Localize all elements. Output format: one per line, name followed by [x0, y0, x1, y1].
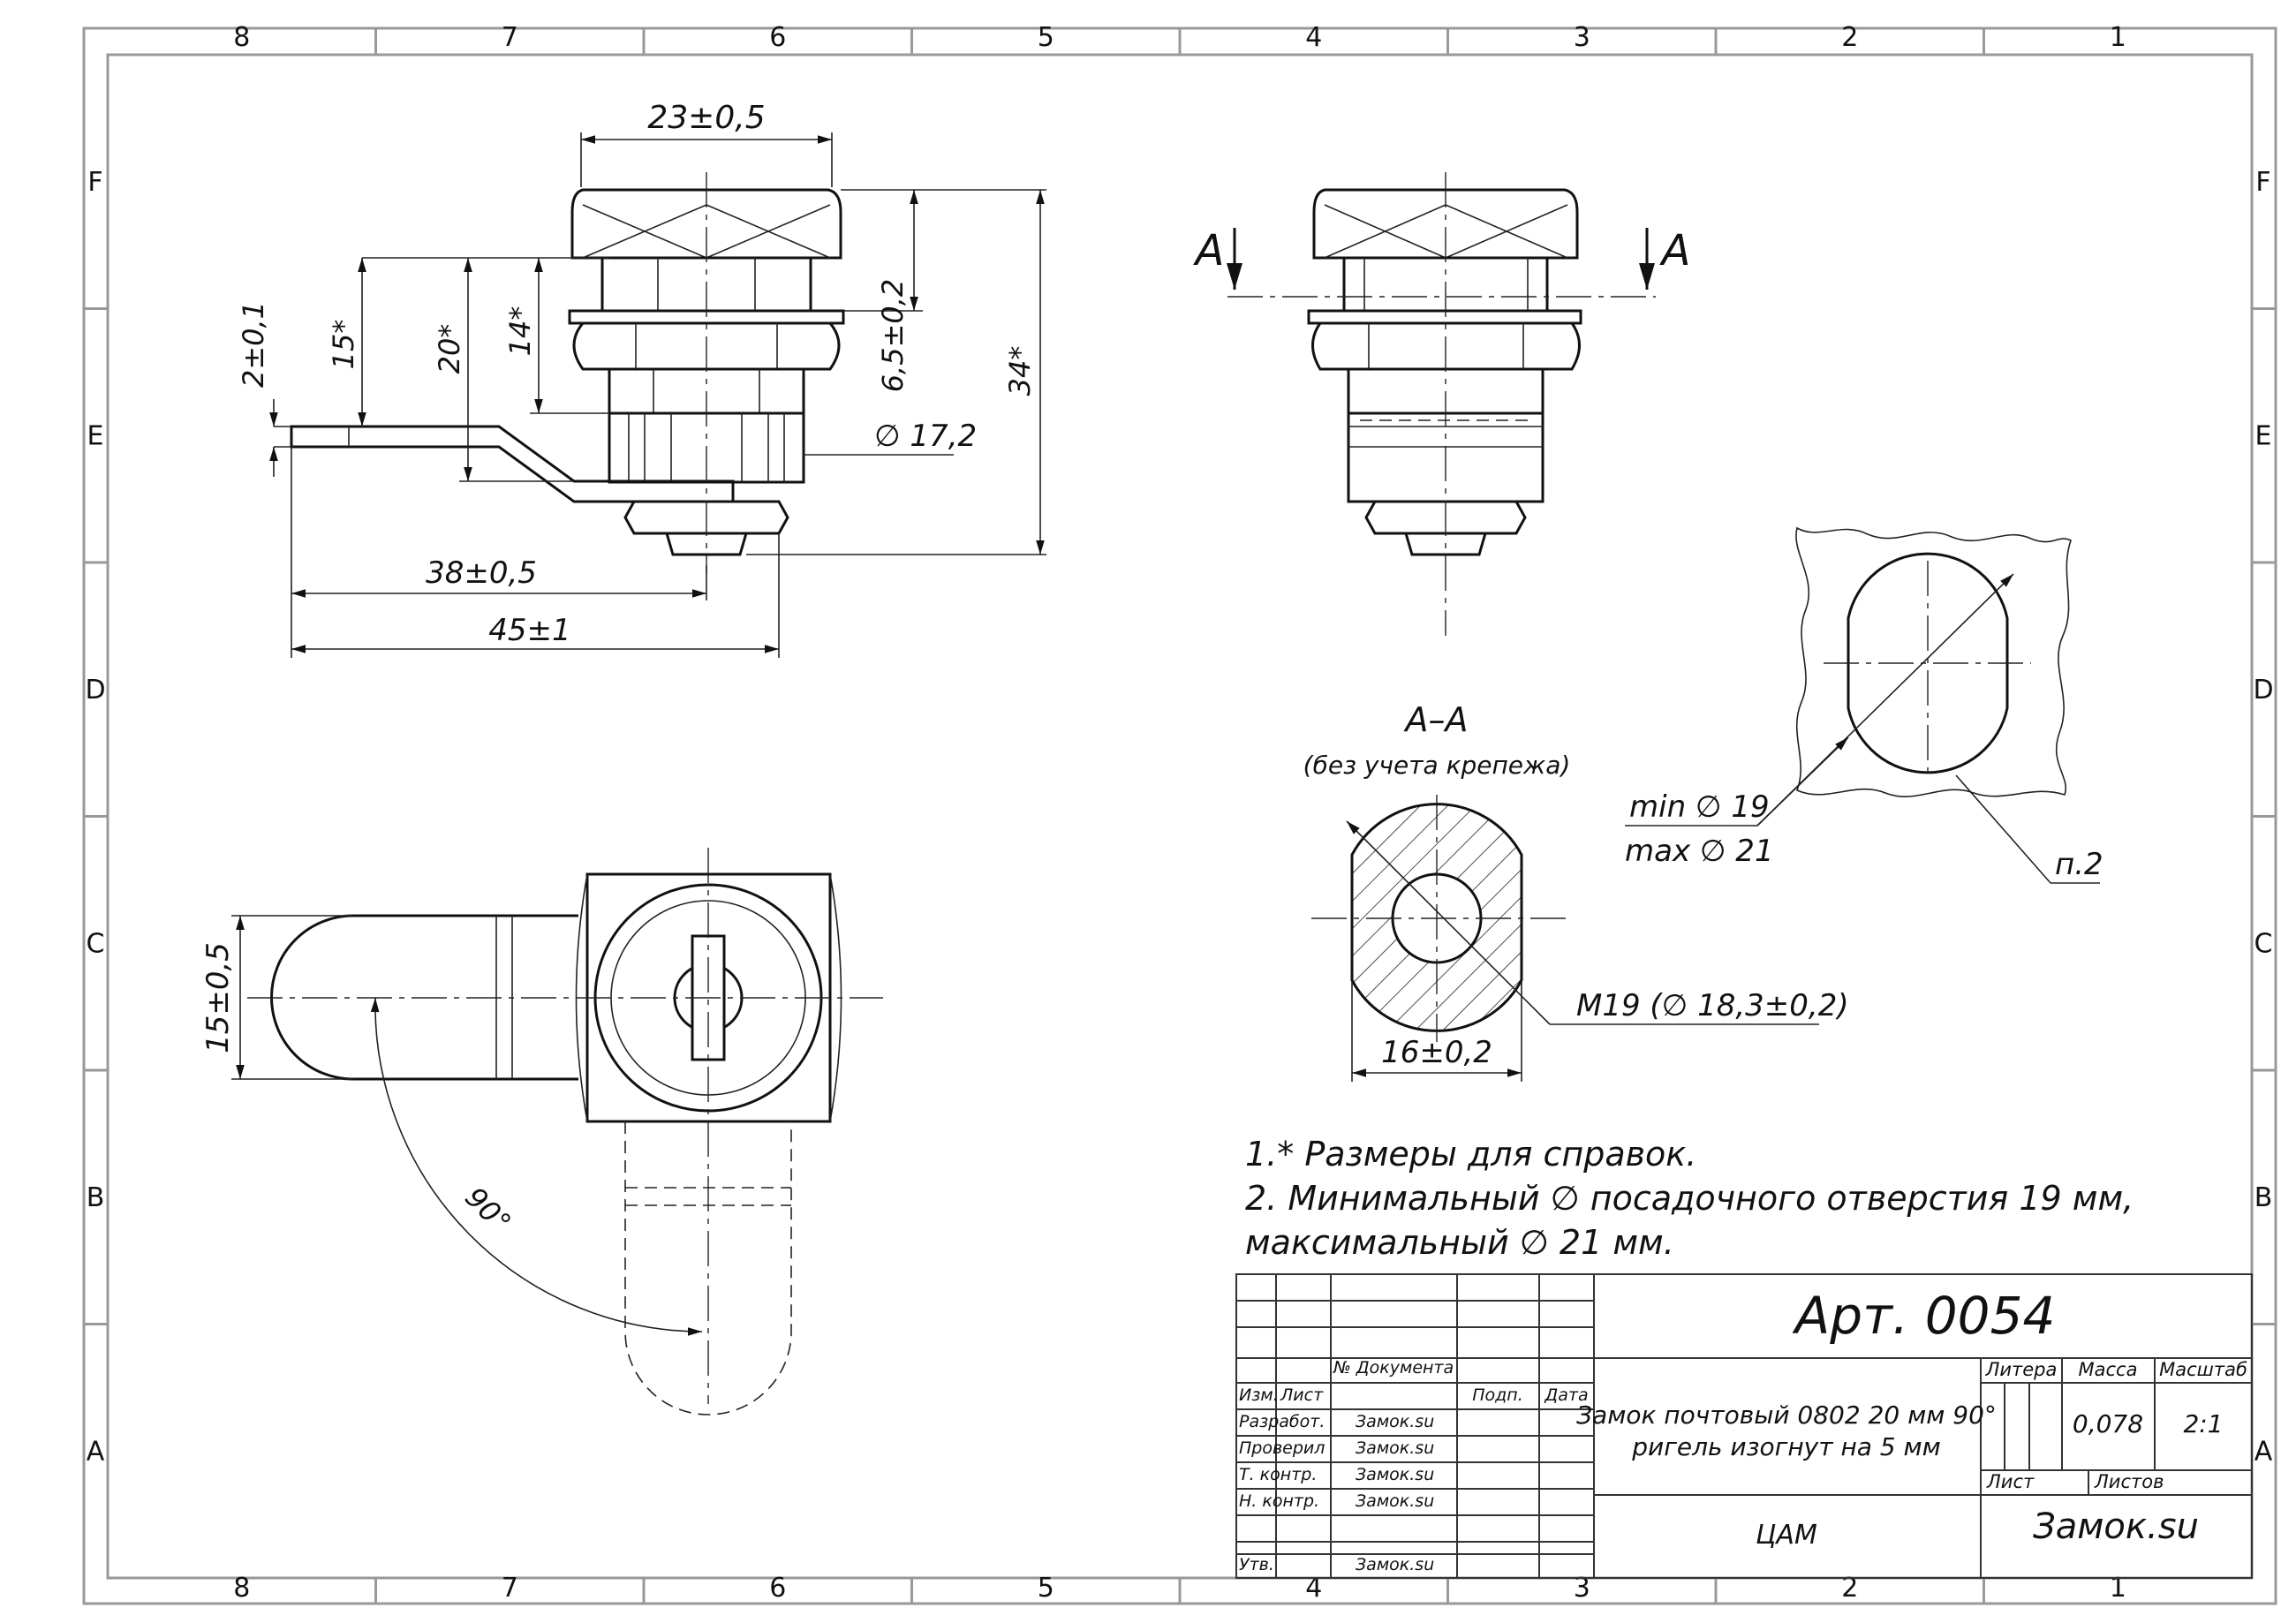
approval-role: Разработ.	[1239, 1412, 1325, 1431]
mounting-hole-detail: min ∅ 19 max ∅ 21 п.2	[1625, 526, 2103, 884]
zone-column-label: 1	[2110, 22, 2126, 53]
zone-column-label: 5	[1038, 1573, 1054, 1604]
zone-column-label: 5	[1038, 22, 1054, 53]
zone-row-label: A	[2254, 1436, 2273, 1467]
zone-ticks	[84, 28, 2276, 1604]
zone-column-label: 2	[1841, 1573, 1858, 1604]
zone-row-label: C	[2254, 928, 2273, 959]
approval-name: Замок.su	[1356, 1491, 1434, 1511]
dim-diameter: ∅ 17,2	[874, 419, 977, 454]
approval-name: Замок.su	[1356, 1412, 1434, 1431]
note-1: 1.* Размеры для справок.	[1245, 1135, 1696, 1174]
approval-name: Замок.su	[1356, 1555, 1434, 1574]
dim-bolt-width: 15±0,5	[200, 942, 236, 1053]
zone-row-label: D	[2253, 675, 2273, 706]
mass-value: 0,078	[2073, 1409, 2143, 1438]
approval-role: Утв.	[1239, 1555, 1274, 1574]
part-description-line1: Замок почтовый 0802 20 мм 90°	[1576, 1400, 1997, 1430]
header-sign: Подп.	[1472, 1385, 1523, 1405]
dim-top-width: 23±0,5	[647, 100, 765, 136]
notes: 1.* Размеры для справок. 2. Минимальный …	[1245, 1135, 2134, 1262]
hole-note-ref: п.2	[2055, 847, 2103, 882]
dim-height-15: 15*	[327, 320, 360, 370]
header-sheets: Листов	[2094, 1471, 2164, 1492]
company-name: Замок.su	[2033, 1506, 2199, 1547]
header-mass: Масса	[2079, 1359, 2138, 1380]
zone-row-label: E	[87, 420, 104, 451]
header-list: Лист	[1280, 1385, 1324, 1405]
article-number: Арт. 0054	[1792, 1286, 2056, 1346]
note-3: максимальный ∅ 21 мм.	[1245, 1223, 1674, 1262]
zone-column-label: 7	[502, 1573, 518, 1604]
dim-total-height: 34*	[1003, 346, 1037, 396]
approval-name: Замок.su	[1356, 1465, 1434, 1484]
header-date: Дата	[1544, 1385, 1588, 1405]
front-view	[290, 172, 845, 574]
approval-role: Н. контр.	[1239, 1491, 1319, 1511]
dim-length-45: 45±1	[488, 613, 570, 648]
side-view: A A	[1193, 172, 1691, 636]
zone-column-label: 6	[769, 22, 786, 53]
zone-row-label: B	[87, 1182, 105, 1213]
header-izm: Изм.	[1239, 1385, 1279, 1405]
dim-angle: 90°	[458, 1181, 517, 1240]
zone-column-label: 3	[1574, 22, 1590, 53]
zone-row-label: E	[2255, 420, 2272, 451]
approval-name: Замок.su	[1356, 1438, 1434, 1458]
organization: ЦАМ	[1756, 1520, 1817, 1551]
dim-thread: M19 (∅ 18,3±0,2)	[1576, 988, 1849, 1023]
zone-row-label: F	[2255, 167, 2270, 198]
dim-height-2: 2±0,1	[237, 301, 270, 388]
zone-column-label: 7	[502, 22, 518, 53]
dim-hole-max: max ∅ 21	[1625, 834, 1774, 869]
dim-hole-min: min ∅ 19	[1629, 789, 1770, 825]
cut-letter-left: A	[1193, 226, 1225, 276]
zone-column-label: 4	[1305, 1573, 1322, 1604]
title-block: Арт. 0054 Замок почтовый 0802 20 мм 90° …	[1235, 1273, 2253, 1579]
approval-role: Проверил	[1239, 1438, 1325, 1458]
header-doc: № Документа	[1333, 1358, 1454, 1378]
zone-row-label: A	[87, 1436, 105, 1467]
zone-row-label: D	[85, 675, 105, 706]
dim-section-width: 16±0,2	[1381, 1035, 1492, 1070]
zone-column-label: 2	[1841, 22, 1858, 53]
section-title: А–А	[1403, 700, 1469, 739]
section-subtitle: (без учета крепежа)	[1303, 751, 1571, 780]
zone-column-label: 8	[233, 1573, 250, 1604]
header-litera: Литера	[1985, 1359, 2058, 1380]
section-a-a: А–А (без учета крепежа) M19 (∅ 18,3±0,2)…	[1303, 700, 1849, 1082]
dim-height-14: 14*	[503, 306, 537, 357]
top-view: 15±0,5 90°	[200, 848, 883, 1415]
scale-value: 2:1	[2183, 1409, 2223, 1438]
note-2: 2. Минимальный ∅ посадочного отверстия 1…	[1245, 1179, 2134, 1218]
cut-letter-right: A	[1659, 226, 1691, 276]
approval-role: Т. контр.	[1239, 1465, 1317, 1484]
zone-column-label: 6	[769, 1573, 786, 1604]
zone-column-label: 8	[233, 22, 250, 53]
header-scale: Масштаб	[2159, 1359, 2247, 1380]
dim-height-6-5: 6,5±0,2	[876, 279, 910, 393]
zone-row-label: B	[2254, 1182, 2273, 1213]
dim-length-38: 38±0,5	[426, 555, 537, 591]
zone-row-label: C	[87, 928, 105, 959]
front-view-dimensions: 23±0,5 2±0,1 15* 20* 14* 6,5±0,2 34* ∅ 1…	[237, 100, 1046, 658]
zone-column-label: 1	[2110, 1573, 2126, 1604]
dim-height-20: 20*	[433, 324, 466, 374]
zone-column-label: 3	[1574, 1573, 1590, 1604]
zone-column-label: 4	[1305, 22, 1322, 53]
zone-row-label: F	[87, 167, 102, 198]
part-description-line2: ригель изогнут на 5 мм	[1631, 1432, 1941, 1461]
header-sheet: Лист	[1986, 1471, 2035, 1492]
